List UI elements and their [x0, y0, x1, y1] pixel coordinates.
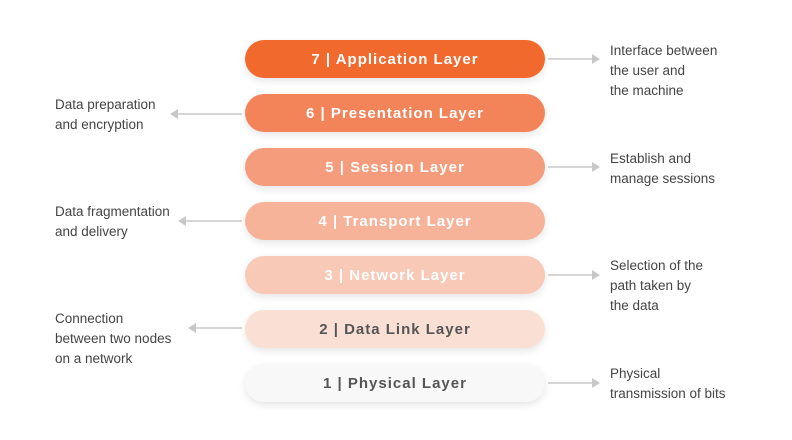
arrow-right-physical: [548, 378, 600, 388]
layer-1-physical: 1 | Physical Layer: [245, 364, 545, 402]
note-presentation: Data preparation and encryption: [55, 97, 156, 132]
layer-2-label: 2 | Data Link Layer: [319, 320, 471, 338]
note-network: Selection of the path taken by the data: [610, 258, 704, 313]
arrow-left-transport: [178, 216, 242, 226]
layer-4-label: 4 | Transport Layer: [318, 212, 472, 230]
note-session: Establish and manage sessions: [610, 151, 716, 186]
layer-5-session: 5 | Session Layer: [245, 148, 545, 186]
note-transport: Data fragmentation and delivery: [55, 204, 170, 239]
arrow-right-application: [548, 54, 600, 64]
layer-6-label: 6 | Presentation Layer: [306, 104, 484, 122]
layer-4-transport: 4 | Transport Layer: [245, 202, 545, 240]
layer-7-application: 7 | Application Layer: [245, 40, 545, 78]
layer-5-label: 5 | Session Layer: [325, 158, 465, 176]
layer-1-label: 1 | Physical Layer: [323, 374, 467, 392]
layer-6-presentation: 6 | Presentation Layer: [245, 94, 545, 132]
layer-3-network: 3 | Network Layer: [245, 256, 545, 294]
arrow-left-data-link: [188, 323, 242, 333]
arrow-left-presentation: [170, 109, 242, 119]
arrow-right-session: [548, 162, 600, 172]
layer-3-label: 3 | Network Layer: [324, 266, 466, 284]
layer-7-label: 7 | Application Layer: [311, 50, 479, 68]
note-data-link: Connection between two nodes on a networ…: [55, 311, 172, 366]
note-physical: Physical transmission of bits: [610, 366, 726, 401]
note-application: Interface between the user and the machi…: [610, 43, 718, 98]
layer-2-data-link: 2 | Data Link Layer: [245, 310, 545, 348]
arrow-right-network: [548, 270, 600, 280]
